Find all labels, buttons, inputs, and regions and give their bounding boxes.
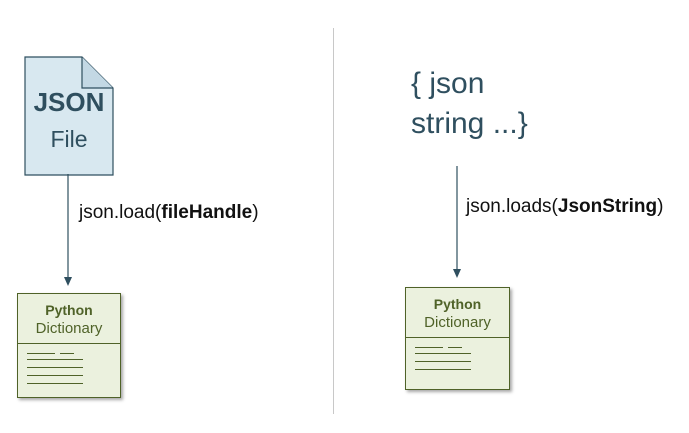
dict-line bbox=[27, 367, 83, 368]
json-string-line2: string ...} bbox=[411, 107, 528, 140]
python-dictionary-title: Python bbox=[45, 302, 93, 318]
json-loads-suffix: ) bbox=[657, 196, 664, 217]
dict-line bbox=[415, 347, 443, 348]
json-loads-label: json.loads(JsonString) bbox=[466, 197, 663, 216]
dict-line bbox=[415, 361, 471, 362]
dict-line bbox=[415, 369, 471, 370]
vertical-divider bbox=[333, 28, 334, 414]
dict-line bbox=[27, 383, 83, 384]
python-dictionary-header: Python Dictionary bbox=[406, 288, 509, 338]
json-string-line1: { json bbox=[411, 67, 485, 100]
json-file-icon bbox=[24, 56, 114, 176]
json-load-suffix: ) bbox=[252, 202, 259, 223]
python-dictionary-card-right: Python Dictionary bbox=[405, 287, 510, 390]
json-file-label-line1: JSON bbox=[33, 87, 105, 117]
json-load-prefix: json.load( bbox=[79, 202, 162, 223]
dict-line bbox=[27, 359, 83, 360]
json-load-label: json.load(fileHandle) bbox=[79, 203, 259, 222]
json-loads-arg: JsonString bbox=[557, 196, 658, 217]
json-string-text: { json string ...} bbox=[411, 64, 528, 144]
json-loads-prefix: json.loads( bbox=[466, 196, 558, 217]
python-dictionary-title: Python bbox=[433, 296, 482, 312]
python-dictionary-subtitle: Dictionary bbox=[35, 320, 103, 337]
right-flow-arrow bbox=[451, 166, 463, 283]
dict-line bbox=[27, 353, 55, 354]
python-dictionary-card-left: Python Dictionary bbox=[17, 293, 121, 398]
left-flow-arrow bbox=[62, 174, 74, 291]
python-dictionary-subtitle: Dictionary bbox=[424, 314, 491, 331]
dict-line bbox=[448, 347, 462, 348]
dict-line bbox=[60, 353, 74, 354]
dict-line bbox=[27, 375, 83, 376]
json-load-arg: fileHandle bbox=[161, 202, 253, 223]
python-dictionary-header: Python Dictionary bbox=[18, 294, 120, 344]
dict-line bbox=[415, 353, 471, 354]
json-file-label-line2: File bbox=[50, 126, 88, 152]
